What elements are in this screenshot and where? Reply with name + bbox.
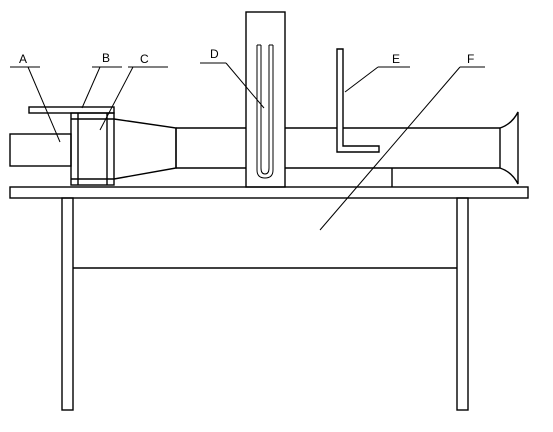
manometer-board (245, 11, 286, 188)
table-top (9, 186, 529, 199)
leader-b (81, 66, 101, 109)
leader-c (99, 66, 134, 131)
label-c: C (140, 52, 149, 66)
u-tube-manometer (245, 11, 286, 188)
leader-d (225, 62, 265, 109)
label-f: F (467, 52, 474, 66)
main-duct (176, 127, 501, 187)
part-labels: A B C D E F (19, 47, 474, 66)
u-tube-outer (256, 45, 274, 179)
pitot-tube (336, 48, 380, 153)
leader-lines (10, 62, 485, 231)
housing (70, 112, 115, 186)
mounting-plate (28, 106, 115, 114)
leader-f (319, 66, 461, 231)
inlet-box (9, 133, 72, 167)
table-leg-left (61, 197, 74, 411)
label-e: E (392, 52, 400, 66)
table (9, 186, 529, 411)
leader-e (344, 66, 379, 93)
table-leg-right (456, 197, 469, 411)
cone-outline (113, 118, 177, 180)
bell-mouth (499, 111, 519, 185)
label-d: D (210, 47, 219, 61)
label-b: B (102, 51, 110, 65)
leader-a (27, 66, 61, 143)
u-tube-inner (260, 45, 270, 175)
diffuser-cone (113, 118, 177, 180)
housing-body (70, 112, 115, 186)
label-a: A (19, 52, 27, 66)
